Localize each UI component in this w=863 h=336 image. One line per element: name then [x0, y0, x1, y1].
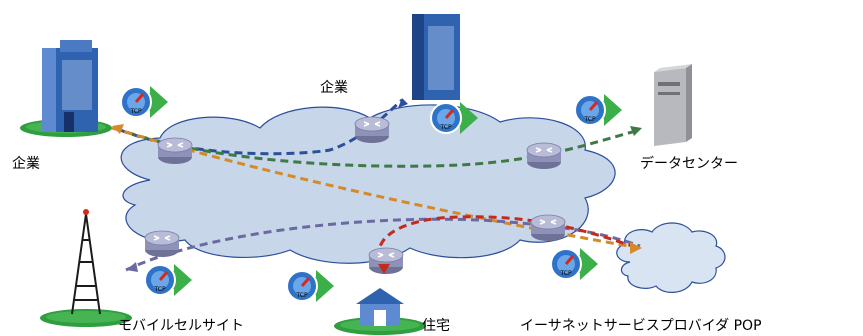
- router-left-bottom: [144, 230, 180, 258]
- tcp-badge-enterprise-left: [119, 84, 170, 120]
- tcp-badge-mobile: [143, 262, 194, 298]
- path-mobile-to-isp: [125, 217, 641, 272]
- label-enterprise-top: 企業: [320, 79, 348, 96]
- label-enterprise-left: 企業: [12, 155, 40, 172]
- tcp-badge-residence: [285, 268, 336, 304]
- datacenter-server-icon: [654, 64, 692, 146]
- cell-tower-icon: [40, 209, 132, 327]
- label-datacenter: データセンター: [640, 155, 738, 172]
- router-right: [526, 142, 562, 170]
- label-residence: 住宅: [422, 318, 450, 334]
- path-residence-to-isp: [377, 215, 633, 271]
- arrowhead-residence: [378, 264, 390, 274]
- router-right-bottom: [530, 214, 566, 242]
- label-ethernet-isp-pop: イーサネットサービスプロバイダ POP: [520, 318, 762, 334]
- residence-house-icon: [334, 288, 426, 335]
- arrowhead-enterprise-left: [112, 124, 124, 134]
- arrowhead-mobile: [126, 262, 138, 272]
- arrowhead-isp: [630, 242, 642, 254]
- enterprise-left-building-icon: [20, 40, 112, 137]
- router-left-top: [157, 137, 193, 165]
- tcp-badge-isp: [549, 246, 600, 282]
- tcp-badge-datacenter: [573, 92, 624, 128]
- label-mobile-cell-site: モバイルセルサイト: [118, 318, 244, 334]
- arrowhead-datacenter: [630, 126, 642, 136]
- arrowhead-enterprise-top: [398, 98, 408, 108]
- isp-pop-cloud: [616, 222, 726, 293]
- router-top: [354, 116, 390, 144]
- path-datacenter: [114, 126, 641, 168]
- enterprise-top-building-icon: [412, 14, 460, 100]
